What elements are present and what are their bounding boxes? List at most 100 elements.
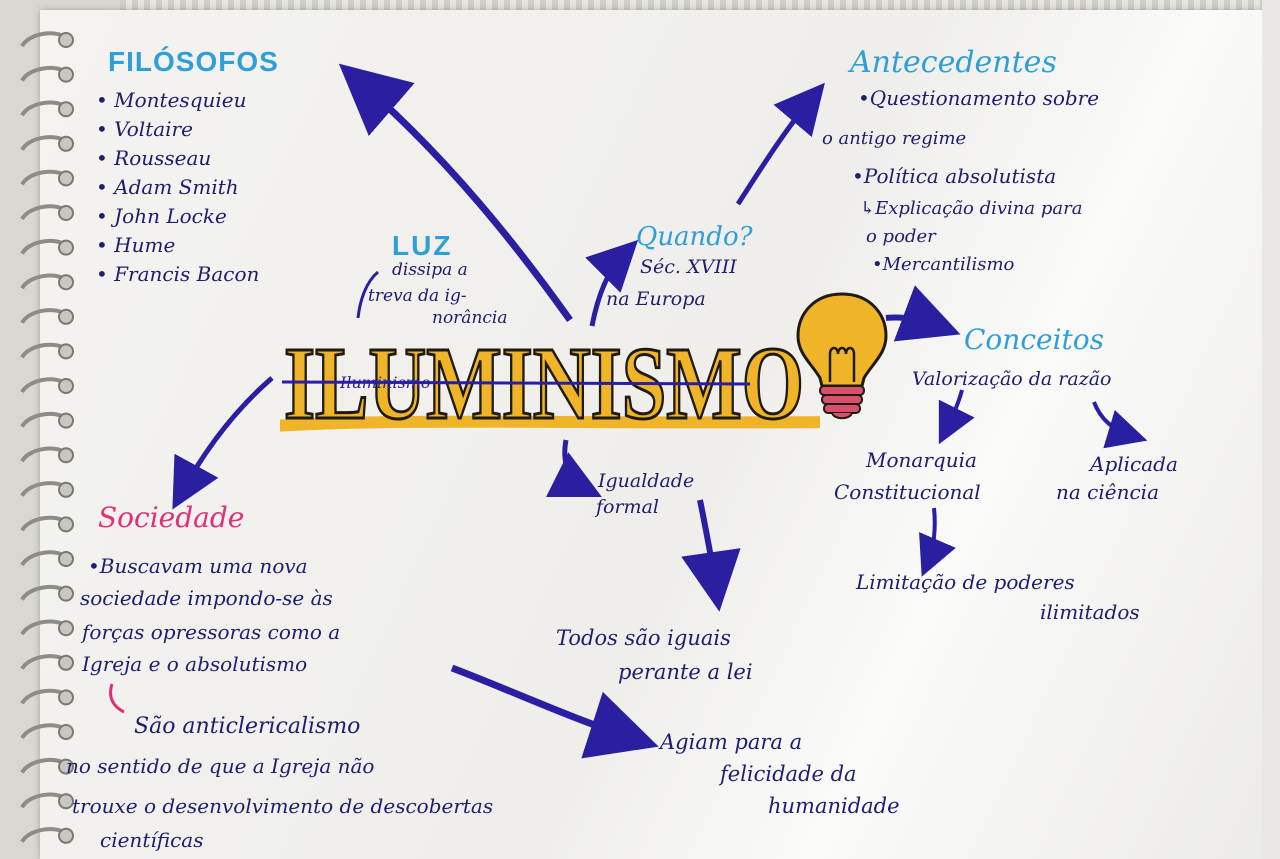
sociedade-text-line: •Buscavam uma nova bbox=[88, 554, 308, 578]
spiral-ring bbox=[20, 654, 74, 671]
agiam-text-line: felicidade da bbox=[720, 762, 857, 786]
aplicada-text-line: Aplicada bbox=[1090, 452, 1178, 476]
spiral-ring bbox=[20, 238, 74, 256]
bullet: • bbox=[872, 254, 883, 275]
spiral-ring bbox=[20, 688, 74, 706]
valorizacao-text: Valorização da razão bbox=[912, 368, 1112, 390]
spiral-ring bbox=[20, 100, 74, 118]
arrow-to-sociedade bbox=[172, 376, 274, 510]
luz-heading: LUZ bbox=[392, 230, 453, 261]
spiral-ring bbox=[20, 65, 74, 83]
spiral-ring bbox=[20, 308, 74, 325]
spiral-ring bbox=[20, 204, 74, 221]
sociedade-text-line: Igreja e o absolutismo bbox=[82, 652, 308, 676]
title-underline-highlight bbox=[268, 415, 846, 432]
anticlerical-text-line: científicas bbox=[100, 828, 204, 852]
main-title: ILUMINISMO Iluminismo bbox=[268, 318, 846, 443]
arrow-to-todos bbox=[681, 499, 741, 612]
spiral-ring bbox=[20, 342, 74, 360]
quando-text-line: na Europa bbox=[606, 288, 706, 310]
spiral-binding bbox=[20, 31, 74, 844]
antecedentes-item-line: Política absolutista bbox=[863, 164, 1057, 188]
filosofos-heading: FILÓSOFOS bbox=[108, 46, 279, 77]
arrow-to-limitacao bbox=[919, 507, 956, 577]
lightbulb-icon bbox=[796, 292, 888, 420]
filosofo-name: Rousseau bbox=[114, 146, 212, 170]
spiral-ring bbox=[20, 550, 74, 567]
antecedentes-item: •Mercantilismo bbox=[872, 256, 1014, 274]
arrow-to-luz bbox=[356, 270, 380, 319]
spiral-ring bbox=[20, 481, 74, 498]
spiral-ring bbox=[20, 723, 74, 740]
spiral-ring bbox=[20, 619, 74, 637]
antecedentes-heading: Antecedentes bbox=[850, 45, 1057, 80]
filosofo-name: John Locke bbox=[114, 204, 227, 228]
arrow-to-filosofos bbox=[338, 63, 573, 323]
arrow-to-agiam bbox=[450, 664, 659, 759]
title-graphic: ILUMINISMO Iluminismo bbox=[268, 325, 846, 443]
luz-text-line: dissipa a bbox=[392, 260, 468, 280]
limitacao-text-line: Limitação de poderes bbox=[856, 570, 1075, 594]
spiral-ring bbox=[20, 827, 74, 844]
spiral-ring bbox=[20, 792, 74, 810]
filosofo-name: Adam Smith bbox=[114, 175, 239, 199]
arrow-to-igualdade bbox=[545, 439, 602, 497]
bullet: ↳ bbox=[860, 198, 876, 219]
spiral-ring bbox=[20, 515, 74, 533]
quando-heading: Quando? bbox=[636, 222, 753, 252]
filosofo-name: Francis Bacon bbox=[114, 262, 260, 286]
arrow-to-antecedentes bbox=[735, 82, 825, 206]
spiral-ring bbox=[20, 446, 74, 464]
monarquia-text-line: Constitucional bbox=[834, 480, 981, 504]
antecedentes-item-line: o antigo regime bbox=[822, 128, 967, 149]
title-overlay-text: Iluminismo bbox=[339, 373, 430, 392]
arrow-to-conceitos bbox=[885, 285, 961, 342]
antecedentes-item: ↳Explicação divina para bbox=[860, 200, 1082, 218]
limitacao-text-line: ilimitados bbox=[1040, 600, 1140, 624]
antecedentes-item-line: Explicação divina para bbox=[875, 198, 1083, 219]
antecedentes-item: •Questionamento sobre bbox=[858, 88, 1099, 108]
quando-text-line: Séc. XVIII bbox=[640, 256, 737, 278]
bullet: • bbox=[858, 86, 870, 110]
sociedade-heading: Sociedade bbox=[98, 501, 245, 534]
arrow-to-quando bbox=[585, 239, 639, 327]
anticlerical-text-line: trouxe o desenvolvimento de descobertas bbox=[72, 794, 494, 818]
antecedentes-item-line: o poder bbox=[866, 226, 936, 247]
bullet: • bbox=[852, 164, 864, 188]
luz-text-line: treva da ig- bbox=[368, 286, 467, 306]
spiral-ring bbox=[20, 411, 74, 429]
filosofo-name: Hume bbox=[114, 233, 176, 257]
spiral-ring bbox=[20, 584, 74, 602]
page-right-edge bbox=[1262, 0, 1280, 859]
igualdade-text-line: Igualdade bbox=[598, 470, 695, 492]
spiral-ring bbox=[20, 169, 74, 187]
filosofo-name: Montesquieu bbox=[114, 88, 247, 112]
pink-hook-arrow bbox=[109, 683, 125, 714]
arrow-to-aplicada bbox=[1092, 401, 1148, 449]
filosofo-name: Voltaire bbox=[114, 117, 193, 141]
title-strike-line bbox=[281, 380, 751, 386]
antecedentes-item-line: Questionamento sobre bbox=[869, 86, 1100, 110]
monarquia-text-line: Monarquia bbox=[866, 448, 977, 472]
spiral-ring bbox=[20, 377, 74, 394]
antecedentes-item-line: Mercantilismo bbox=[882, 254, 1015, 275]
spiral-ring bbox=[20, 273, 74, 291]
spiral-ring bbox=[20, 757, 74, 775]
anticlerical-text-line: no sentido de que a Igreja não bbox=[66, 754, 375, 778]
igualdade-text-line: formal bbox=[596, 496, 659, 518]
sociedade-text-line: forças opressoras como a bbox=[82, 620, 341, 644]
todos-text-line: Todos são iguais bbox=[556, 626, 731, 650]
aplicada-text-line: na ciência bbox=[1056, 480, 1159, 504]
conceitos-heading: Conceitos bbox=[964, 323, 1104, 356]
spiral-ring bbox=[20, 135, 74, 152]
sociedade-text-line: sociedade impondo-se às bbox=[80, 586, 333, 610]
todos-text-line: perante a lei bbox=[618, 660, 753, 684]
anticlerical-text-line: São anticlericalismo bbox=[134, 714, 361, 739]
spiral-ring bbox=[20, 31, 74, 48]
antecedentes-item: •Política absolutista bbox=[852, 166, 1056, 186]
arrow-to-monarquia bbox=[938, 389, 975, 445]
agiam-text-line: humanidade bbox=[768, 794, 900, 818]
agiam-text-line: Agiam para a bbox=[660, 730, 803, 754]
luz-text-line: norância bbox=[432, 308, 508, 328]
